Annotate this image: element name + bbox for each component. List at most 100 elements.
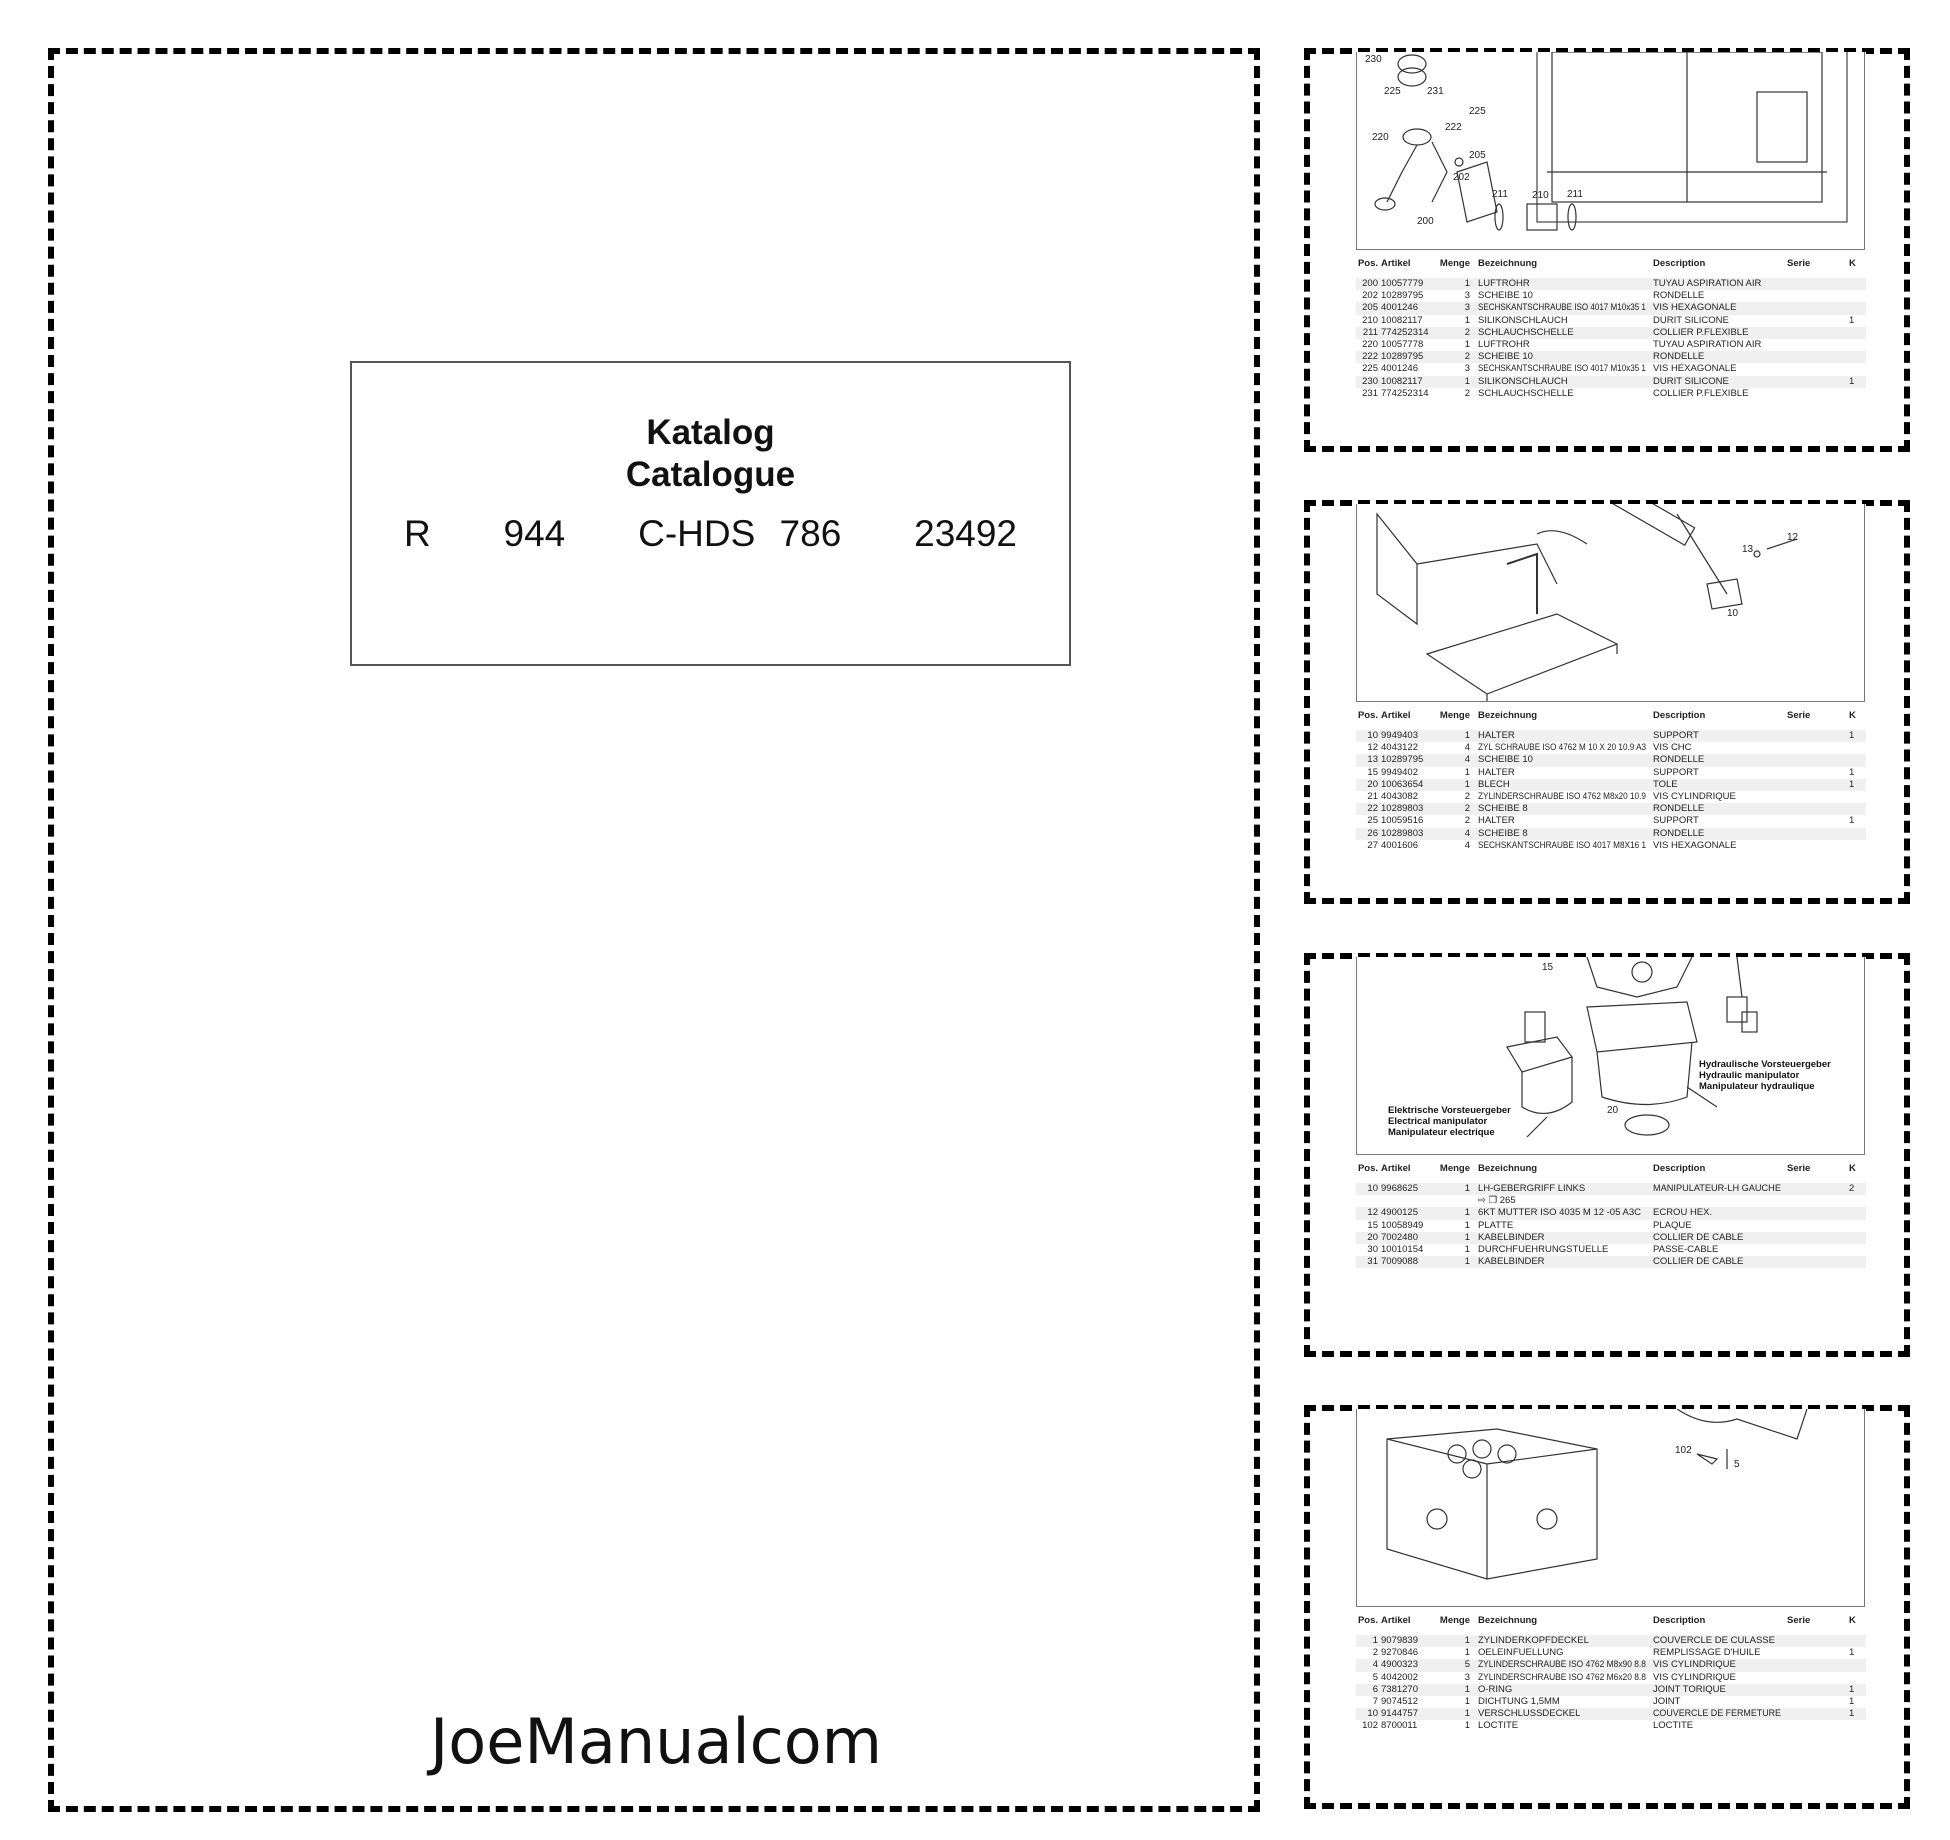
description-cell: ECROU HEX. [1653,1207,1713,1219]
artikel-cell: 9270846 [1381,1647,1418,1659]
menge-cell: 1 [1464,1647,1470,1659]
model-line: R 944 C-HDS 786 23492 [403,513,1018,554]
preview-panel-3[interactable] [1304,953,1910,1357]
column-header-menge: Menge [1439,1163,1470,1174]
description-cell: RONDELLE [1653,351,1705,363]
description-cell: REMPLISSAGE D'HUILE [1653,1647,1761,1659]
artikel-cell: 7381270 [1381,1683,1418,1695]
description-cell: RONDELLE [1653,803,1705,815]
menge-cell: 4 [1464,839,1470,851]
preview-panel-4[interactable] [1304,1405,1910,1809]
preview-panel-1[interactable] [1304,48,1910,452]
pos-cell: 220 [1362,338,1378,350]
bezeichnung-cell: PLATTE [1478,1219,1514,1231]
artikel-cell: 4001606 [1381,839,1418,851]
description-cell: SUPPORT [1653,815,1699,827]
bezeichnung-cell: SECHSKANTSCHRAUBE ISO 4017 M10x35 1 [1478,363,1646,375]
column-header-serie: Serie [1787,1163,1811,1174]
pos-cell: 27 [1367,839,1378,851]
menge-cell: 1 [1464,1243,1470,1255]
pos-cell: 225 [1362,363,1378,375]
label-hydraulic-fr: Manipulateur hydraulique [1699,1081,1815,1092]
k-cell: 1 [1849,778,1855,790]
column-header-artikel: Artikel [1381,710,1411,721]
menge-cell: 1 [1464,1695,1470,1707]
menge-cell: 1 [1464,1219,1470,1231]
column-header-artikel: Artikel [1381,1163,1411,1174]
preview-panel-2[interactable] [1304,500,1910,904]
menge-cell: 3 [1464,302,1470,314]
menge-cell: 2 [1464,351,1470,363]
pos-cell: 31 [1367,1256,1378,1268]
pos-cell: 10 [1367,730,1378,741]
bezeichnung-cell: LH-GEBERGRIFF LINKS [1478,1183,1586,1194]
bezeichnung-cell: SECHSKANTSCHRAUBE ISO 4017 M8X16 1 [1478,839,1647,851]
column-header-serie: Serie [1787,710,1811,721]
bezeichnung-cell: LOCTITE [1478,1720,1519,1732]
title-katalog: Katalog [646,413,775,452]
k-cell: 1 [1849,314,1855,326]
bezeichnung-cell: LUFTROHR [1478,278,1530,289]
menge-cell: 1 [1464,1183,1470,1194]
description-cell: COLLIER P.FLEXIBLE [1653,326,1749,338]
description-cell: TOLE [1653,778,1678,790]
description-cell: VIS CHC [1653,742,1692,754]
pos-cell: 230 [1362,375,1378,387]
table-row[interactable]: ⇨ ❐ 265 [1356,1195,1866,1207]
k-cell: 1 [1849,1683,1855,1695]
description-cell: VIS HEXAGONALE [1653,839,1737,851]
artikel-cell: 774252314 [1381,387,1429,399]
column-header-artikel: Artikel [1381,1615,1411,1626]
artikel-cell: 10289795 [1381,290,1424,302]
artikel-cell: 10289795 [1381,754,1424,766]
column-header-pos: Pos. [1357,258,1378,269]
menge-cell: 2 [1464,815,1470,827]
label-hydraulic-en: Hydraulic manipulator [1699,1070,1800,1081]
description-cell: COLLIER DE CABLE [1653,1231,1744,1243]
menge-cell: 4 [1464,754,1470,766]
column-header-menge: Menge [1439,258,1470,269]
description-cell: LOCTITE [1653,1720,1694,1732]
k-cell: 2 [1849,1183,1855,1194]
k-cell: 1 [1849,1647,1855,1659]
column-header-description: Description [1653,258,1706,269]
pos-cell: 102 [1362,1720,1378,1732]
pos-cell: 205 [1362,302,1378,314]
